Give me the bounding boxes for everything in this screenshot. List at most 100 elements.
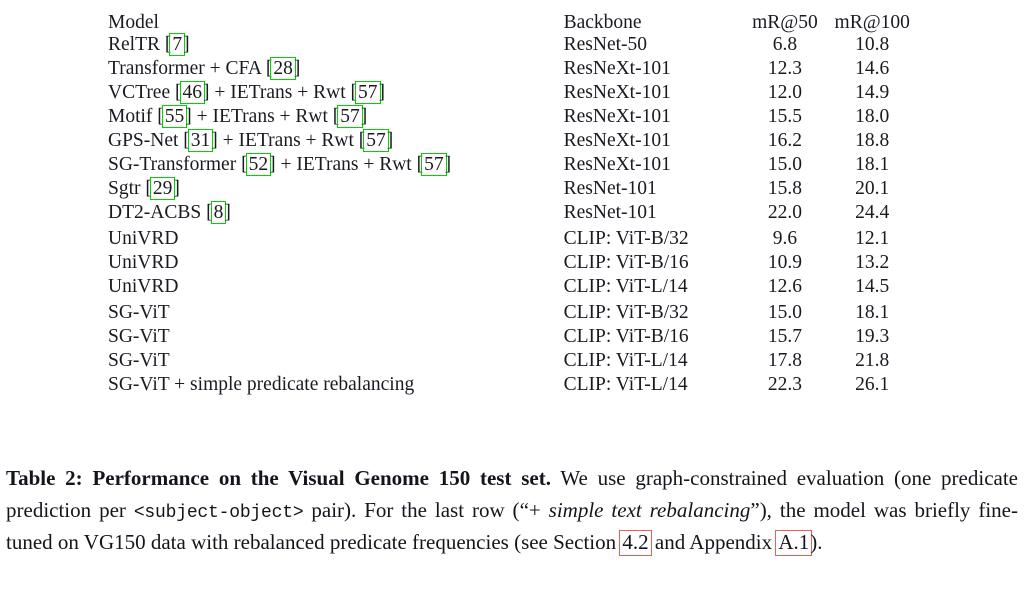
cell-mr50: 15.7 xyxy=(767,325,802,347)
cell-model: SG-ViT + simple predicate rebalancing xyxy=(108,374,564,399)
model-name-text: SG-Transformer xyxy=(108,153,237,175)
cell-mr50: 12.0 xyxy=(767,81,802,103)
citation-number[interactable]: 28 xyxy=(270,56,296,81)
citation-reference[interactable]: [57] xyxy=(327,104,368,129)
column-header-mr100: mR@100 xyxy=(834,12,910,33)
citation-number[interactable]: 55 xyxy=(161,104,188,129)
table-row: VCTree [46] + IETrans + Rwt [57]ResNeXt-… xyxy=(108,80,916,107)
citation-number[interactable]: 52 xyxy=(245,152,272,177)
citation-reference[interactable]: [57] xyxy=(346,80,386,105)
citation-reference[interactable]: [7] xyxy=(160,32,190,57)
cell-backbone: ResNeXt-101 xyxy=(563,129,671,151)
caption-italic-phrase: simple text rebalancing xyxy=(548,497,751,522)
cell-mr100: 12.1 xyxy=(855,227,890,249)
citation-reference[interactable]: [8] xyxy=(201,200,231,225)
citation-reference[interactable]: [29] xyxy=(141,176,180,201)
caption-body-2: pair). For the last row ( xyxy=(303,497,520,522)
table-row: Motif [55] + IETrans + Rwt [57]ResNeXt-1… xyxy=(108,104,916,131)
cell-model: DT2-ACBS [8] xyxy=(108,200,564,227)
caption-label: Table 2: xyxy=(6,466,83,490)
citation-bracket-close: ] xyxy=(378,81,386,103)
cell-mr50: 9.6 xyxy=(772,227,798,249)
appendix-reference-link[interactable]: A.1 xyxy=(775,530,813,556)
caption-body-5: ). xyxy=(810,530,823,555)
citation-bracket-open: [ xyxy=(170,81,182,103)
cell-mr50: 10.9 xyxy=(767,251,802,273)
cell-mr50: 15.5 xyxy=(767,105,802,127)
cell-backbone: CLIP: ViT-L/14 xyxy=(563,373,688,395)
citation-reference[interactable]: [57] xyxy=(411,152,451,177)
cell-mr50: 22.0 xyxy=(767,201,802,223)
cell-backbone: CLIP: ViT-L/14 xyxy=(563,275,688,297)
cell-model: UniVRD xyxy=(108,228,564,253)
citation-reference[interactable]: [57] xyxy=(354,128,394,153)
model-name-text: SG-ViT xyxy=(108,325,170,347)
column-header-mr50: mR@50 xyxy=(752,12,818,33)
citation-number[interactable]: 31 xyxy=(187,128,214,153)
cell-backbone: CLIP: ViT-B/32 xyxy=(563,227,689,249)
section-reference-link[interactable]: 4.2 xyxy=(619,530,652,556)
citation-bracket-open: [ xyxy=(236,153,248,175)
cell-mr100: 18.8 xyxy=(855,129,890,151)
caption-quote-close: ” xyxy=(750,497,760,522)
citation-number[interactable]: 57 xyxy=(337,104,363,129)
citation-reference[interactable]: [52] xyxy=(236,152,276,177)
caption-code-subject-object: <subject-object> xyxy=(133,502,304,523)
cell-mr100: 14.5 xyxy=(855,275,890,297)
citation-number[interactable]: 29 xyxy=(149,176,176,201)
cell-backbone: CLIP: ViT-L/14 xyxy=(563,349,688,371)
cell-model: SG-ViT xyxy=(108,302,564,327)
cell-model: Sgtr [29] xyxy=(108,176,564,203)
cell-mr50: 17.8 xyxy=(767,349,802,371)
cell-backbone: ResNet-101 xyxy=(563,201,657,223)
caption-title: Performance on the Visual Genome 150 tes… xyxy=(92,466,551,490)
table-rule-bottom xyxy=(108,399,916,402)
citation-bracket-close: ] xyxy=(386,129,394,151)
table-caption: Table 2: Performance on the Visual Genom… xyxy=(6,463,1018,559)
citation-number[interactable]: 57 xyxy=(355,80,381,105)
cell-model: UniVRD xyxy=(108,276,564,301)
cell-mr50: 15.0 xyxy=(767,153,802,175)
citation-number[interactable]: 46 xyxy=(179,80,205,105)
citation-number[interactable]: 8 xyxy=(210,200,227,225)
citation-reference[interactable]: [28] xyxy=(261,56,301,81)
citation-bracket-open: [ xyxy=(327,105,340,127)
citation-reference[interactable]: [55] xyxy=(152,104,192,129)
citation-bracket-close: ] xyxy=(269,153,276,175)
citation-bracket-close: ] xyxy=(293,57,301,79)
table-row: GPS-Net [31] + IETrans + Rwt [57]ResNeXt… xyxy=(108,128,916,155)
cell-mr50: 15.0 xyxy=(767,301,802,323)
cell-backbone: CLIP: ViT-B/16 xyxy=(563,325,689,347)
cell-model: Transformer + CFA [28] xyxy=(108,56,564,83)
citation-number[interactable]: 7 xyxy=(169,32,186,57)
cell-mr50: 22.3 xyxy=(767,373,802,395)
cell-backbone: ResNeXt-101 xyxy=(563,57,671,79)
cell-mr50: 16.2 xyxy=(767,129,802,151)
citation-reference[interactable]: [31] xyxy=(178,128,218,153)
cell-model: SG-ViT xyxy=(108,325,564,351)
citation-bracket-close: ] xyxy=(185,105,192,127)
citation-reference[interactable]: [46] xyxy=(170,80,210,105)
citation-number[interactable]: 57 xyxy=(421,152,447,177)
citation-number[interactable]: 57 xyxy=(363,128,389,153)
cell-model: UniVRD xyxy=(108,252,564,277)
column-header-backbone: Backbone xyxy=(563,12,642,33)
citation-bracket-close: ] xyxy=(360,105,368,127)
caption-body-1: We use graph-constrained evaluation (one… xyxy=(6,466,1018,522)
caption-body-3: ), the model was briefly fine-tuned on V… xyxy=(6,497,1018,555)
cell-backbone: ResNeXt-101 xyxy=(563,81,671,103)
cell-model: SG-Transformer [52] + IETrans + Rwt [57] xyxy=(108,152,564,179)
cell-mr50: 6.8 xyxy=(772,33,798,55)
cell-mr100: 10.8 xyxy=(855,33,890,55)
cell-mr100: 13.2 xyxy=(855,251,890,273)
model-name-text: + IETrans + Rwt xyxy=(217,129,354,151)
model-name-text: RelTR xyxy=(108,33,160,55)
citation-bracket-close: ] xyxy=(224,201,231,223)
citation-bracket-open: [ xyxy=(411,153,424,175)
